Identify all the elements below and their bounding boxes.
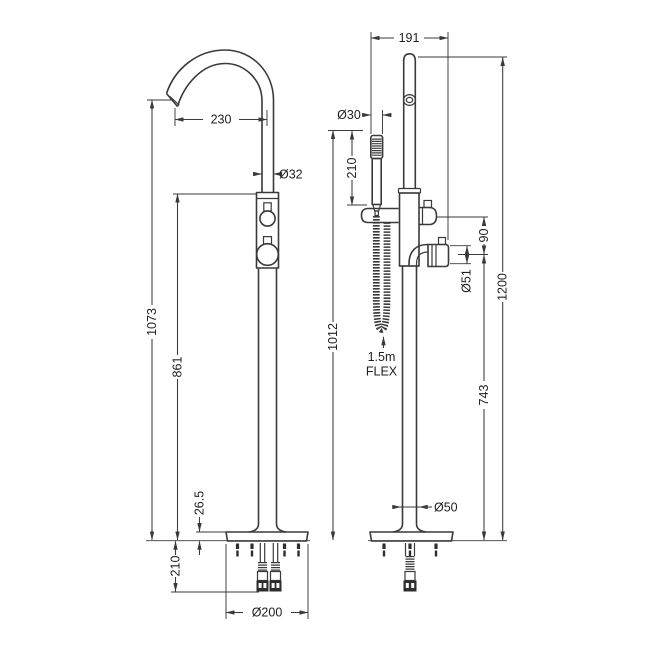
dim-base-thickness: 26.5 [193,491,227,555]
dim-tails-length: 210 [169,540,259,593]
inlet-tail [256,543,269,592]
dim-handset-height: 1012 [326,130,340,541]
flex-note-length: 1.5m [368,350,396,364]
dim-height-to-spout: 1073 [145,99,159,541]
flex-note-label: FLEX [366,365,398,379]
riser-pipe [402,53,417,189]
dim-diverter-offset: 90 [437,216,491,255]
front-view [165,49,309,592]
dim-spout-reach: 230 [147,99,268,127]
dim-label-base-diameter: Ø200 [252,606,283,620]
dim-label-height-to-spout: 1073 [145,308,159,336]
dim-column-diameter: Ø50 [392,501,458,515]
dim-label-spout-diameter: Ø32 [279,168,303,182]
lever-handle [255,242,280,267]
valve-body [255,191,280,269]
dim-height-to-body: 861 [171,193,256,541]
diverter-knob [259,210,276,227]
lever-handle-side [408,236,450,268]
shower-handset [369,134,384,217]
dim-label-height-to-body: 861 [171,357,185,378]
column-side [392,265,427,533]
dim-label-front-projection: 191 [399,31,420,45]
flex-hose-note: 1.5m FLEX [366,336,398,379]
dim-handle-diameter: Ø51 [450,245,474,293]
base-plate [225,531,309,542]
spout-outlet-side [402,93,417,106]
column [248,268,287,533]
inlet-tail [269,543,282,592]
dim-label-diverter-offset: 90 [477,229,491,243]
dim-label-column-diameter: Ø50 [434,501,458,515]
diverter-knob-side [419,199,438,226]
dim-handset-length: 210 [328,130,367,206]
front-view-dimensions: 230 Ø32 1073 861 26.5 [145,99,310,620]
mounting-studs-side [382,543,438,557]
dim-label-handle-diameter: Ø51 [460,269,474,293]
base-plate-side [369,531,454,542]
dim-label-handle-height: 743 [477,385,491,406]
handset-holder [360,207,399,224]
dim-overall-height: 1200 [418,56,510,541]
mounting-studs [235,543,301,557]
dim-label-tails-length: 210 [169,556,183,577]
dim-base-diameter: Ø200 [225,544,309,620]
valve-body-side [397,187,422,267]
dim-label-handset-height: 1012 [326,323,340,351]
dim-handset-diameter: Ø30 [337,108,392,134]
flex-hose [372,216,391,333]
dim-label-overall-height: 1200 [496,273,510,301]
dim-label-handset-diameter: Ø30 [337,108,361,122]
dim-spout-diameter: Ø32 [253,168,303,182]
side-view-dimensions: 191 Ø30 210 1012 90 [326,31,510,542]
dim-label-spout-reach: 230 [211,113,232,127]
dim-label-handset-length: 210 [345,158,359,179]
inlet-tails [256,543,282,592]
dim-label-base-thickness: 26.5 [193,491,207,515]
side-view [360,53,454,592]
dim-handle-height: 743 [477,254,491,541]
lever-handle-stem [262,236,273,245]
inlet-tail-side [403,543,417,592]
diverter-knob-stem [263,202,272,212]
